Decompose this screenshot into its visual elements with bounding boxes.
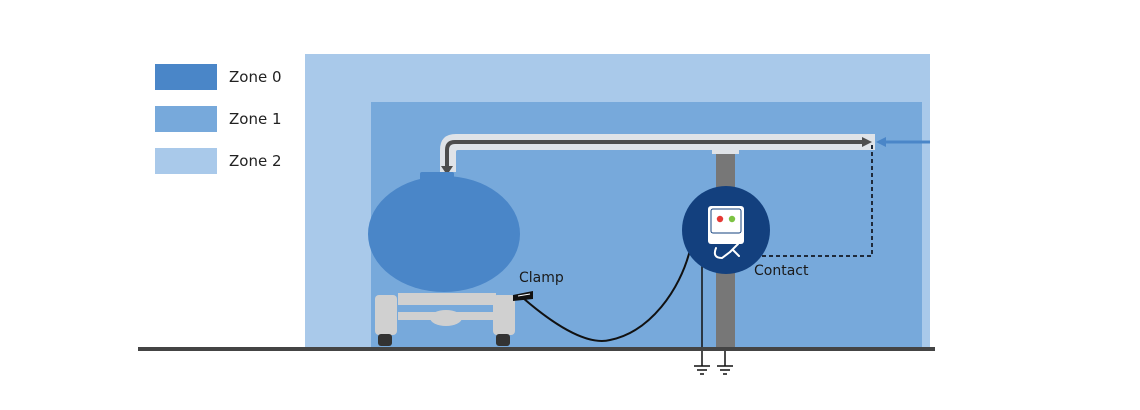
legend-item-zone-2: Zone 2 <box>155 148 282 174</box>
legend: Zone 0 Zone 1 Zone 2 <box>155 64 282 190</box>
tank-body <box>368 176 520 292</box>
legend-swatch-zone-2 <box>155 148 217 174</box>
legend-swatch-zone-0 <box>155 64 217 90</box>
clamp-label: Clamp <box>519 270 564 286</box>
tank-trailer <box>368 172 520 346</box>
legend-item-zone-0: Zone 0 <box>155 64 282 90</box>
trailer-frame <box>398 293 496 305</box>
legend-label-zone-2: Zone 2 <box>229 152 282 170</box>
clamp-icon <box>513 291 533 301</box>
flow-arrow-incoming <box>876 137 930 147</box>
earth-ground-icon <box>717 365 733 375</box>
monitor-panel <box>708 206 744 244</box>
flow-arrow-pipe <box>441 137 872 175</box>
plug-icon <box>713 243 740 260</box>
legend-label-zone-0: Zone 0 <box>229 68 282 86</box>
contact-label: Contact <box>754 263 809 279</box>
earth-ground-icon <box>694 365 710 375</box>
trailer-wheel-right <box>493 295 515 335</box>
ground-monitor-unit <box>682 186 770 274</box>
trailer-wheel-left <box>375 295 397 335</box>
led-red-icon <box>716 215 724 223</box>
legend-item-zone-1: Zone 1 <box>155 106 282 132</box>
grounding-cable <box>522 249 691 342</box>
led-green-icon <box>728 215 736 223</box>
legend-label-zone-1: Zone 1 <box>229 110 282 128</box>
legend-swatch-zone-1 <box>155 106 217 132</box>
contact-signal-line <box>742 145 873 257</box>
